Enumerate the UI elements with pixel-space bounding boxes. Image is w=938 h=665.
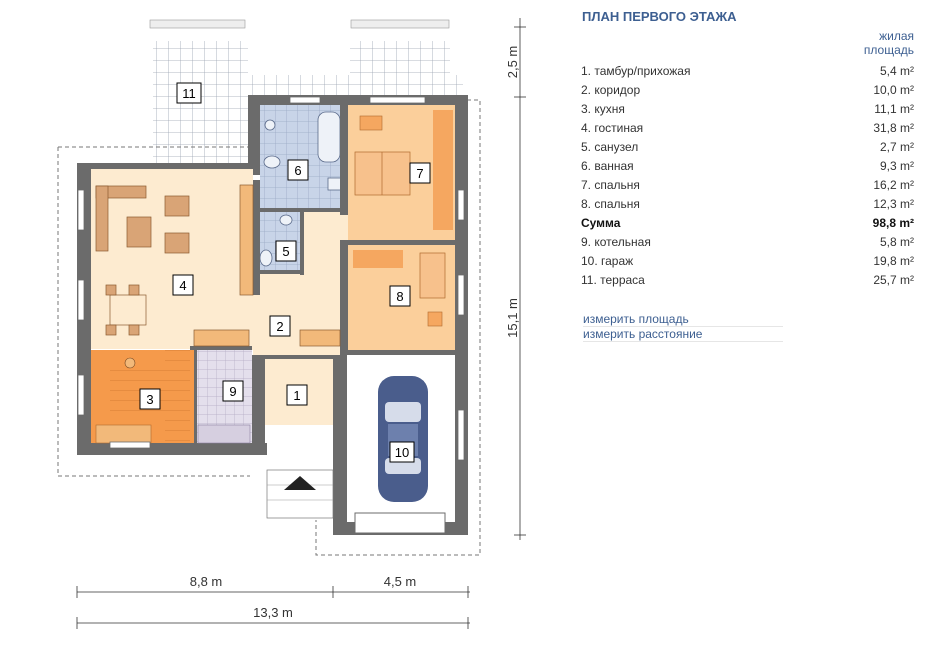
garage (347, 355, 455, 534)
room-area: 12,3 m² (873, 196, 914, 211)
svg-text:7: 7 (416, 166, 423, 181)
dimension-lines (76, 18, 526, 629)
area-table-row: 1. тамбур/прихожая 5,4 m² (578, 61, 914, 80)
svg-text:4: 4 (179, 278, 186, 293)
room-number-5: 5 (275, 240, 297, 262)
room-number-10: 10 (389, 441, 415, 463)
room-number-11: 11 (176, 82, 202, 104)
room-name: 7. спальня (581, 177, 640, 192)
partitions (190, 105, 455, 443)
room-name: 10. гараж (581, 253, 634, 268)
room-number-9: 9 (222, 380, 244, 402)
roof-outline (57, 99, 481, 556)
room-name: 5. санузел (581, 139, 639, 154)
room-number-6: 6 (287, 159, 309, 181)
area-table-row: 9. котельная 5,8 m² (578, 232, 914, 251)
room-number-4: 4 (172, 274, 194, 296)
room-area: 19,8 m² (873, 253, 914, 268)
svg-text:3: 3 (146, 392, 153, 407)
room-area: 25,7 m² (873, 272, 914, 287)
room-name: 9. котельная (581, 234, 651, 249)
area-table-row: 2. коридор 10,0 m² (578, 80, 914, 99)
room-name: 8. спальня (581, 196, 640, 211)
dim-bottom-left: 8,8 m (190, 574, 223, 589)
room-name: 4. гостиная (581, 120, 644, 135)
room-labels: 1 2 3 4 5 6 7 8 9 10 11 (139, 82, 431, 463)
svg-text:6: 6 (294, 163, 301, 178)
area-table-row: Сумма 98,8 m² (578, 213, 914, 232)
dim-top-right: 2,5 m (505, 46, 520, 79)
room-name: 11. терраса (581, 272, 645, 287)
svg-text:10: 10 (395, 445, 409, 460)
area-table-row: 6. ванная 9,3 m² (578, 156, 914, 175)
svg-text:8: 8 (396, 289, 403, 304)
svg-text:9: 9 (229, 384, 236, 399)
room-number-2: 2 (269, 315, 291, 337)
dim-bottom-total: 13,3 m (253, 605, 293, 620)
svg-text:11: 11 (182, 86, 196, 101)
room-area: 5,4 m² (879, 63, 914, 78)
area-column-header: жилая площадь (863, 29, 914, 57)
terrace-area (149, 19, 463, 167)
room-number-3: 3 (139, 388, 161, 410)
room-name: 2. коридор (581, 82, 641, 97)
room-name: 1. тамбур/прихожая (581, 63, 691, 78)
room-number-7: 7 (409, 162, 431, 184)
room-area: 10,0 m² (873, 82, 914, 97)
room-name: 6. ванная (581, 158, 634, 173)
room-area: 98,8 m² (872, 215, 914, 230)
windows (77, 96, 465, 461)
dim-bottom-right: 4,5 m (384, 574, 417, 589)
room-name: 3. кухня (581, 101, 625, 116)
floor-plan: 1 2 3 4 5 6 7 8 9 10 11 2,5 m 15,1 m 8,8… (57, 18, 526, 629)
entrance-steps (266, 469, 334, 519)
area-table-row: 7. спальня 16,2 m² (578, 175, 914, 194)
room-number-1: 1 (286, 384, 308, 406)
area-table: 1. тамбур/прихожая 5,4 m² 2. коридор 10,0 m… (578, 61, 914, 289)
car-icon (378, 376, 428, 502)
svg-text:5: 5 (282, 244, 289, 259)
area-table-row: 3. кухня 11,1 m² (578, 99, 914, 118)
room-area: 11,1 m² (874, 101, 914, 116)
area-table-row: 11. терраса 25,7 m² (578, 270, 914, 289)
room-legend: ПЛАН ПЕРВОГО ЭТАЖА жилая площадь 1. тамб… (578, 6, 914, 342)
svg-text:2: 2 (276, 319, 283, 334)
area-table-row: 8. спальня 12,3 m² (578, 194, 914, 213)
room-area: 31,8 m² (873, 120, 914, 135)
measure-distance-link[interactable]: измерить расстояние (583, 327, 783, 342)
room-area: 2,7 m² (879, 139, 914, 154)
room-name: Сумма (581, 215, 621, 230)
room-number-8: 8 (389, 285, 411, 307)
measure-links: измерить площадь измерить расстояние (578, 312, 914, 342)
area-table-row: 10. гараж 19,8 m² (578, 251, 914, 270)
living-furniture (95, 184, 341, 347)
area-table-row: 4. гостиная 31,8 m² (578, 118, 914, 137)
measure-area-link[interactable]: измерить площадь (583, 312, 783, 327)
svg-text:1: 1 (293, 388, 300, 403)
entrance-arrow-icon (284, 476, 316, 490)
area-table-row: 5. санузел 2,7 m² (578, 137, 914, 156)
room-area: 9,3 m² (879, 158, 914, 173)
dim-right: 15,1 m (505, 298, 520, 338)
legend-title: ПЛАН ПЕРВОГО ЭТАЖА (582, 9, 737, 24)
room-area: 16,2 m² (873, 177, 914, 192)
room-area: 5,8 m² (879, 234, 914, 249)
